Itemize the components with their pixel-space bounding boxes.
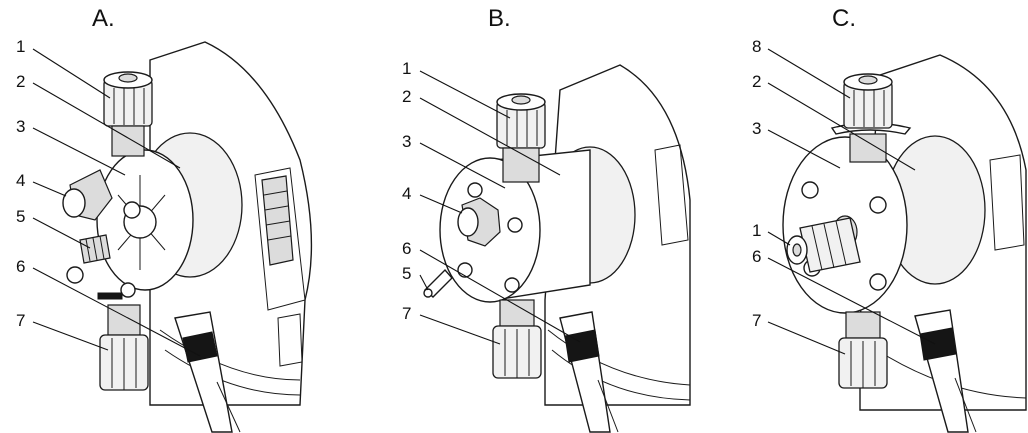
panel-b-label-6: 6 bbox=[402, 239, 411, 258]
panel-c-label-8: 8 bbox=[752, 37, 761, 56]
panel-b-title: B. bbox=[488, 5, 511, 32]
panel-a-label-4: 4 bbox=[16, 171, 25, 190]
panel-c-label-7: 7 bbox=[752, 311, 761, 330]
panel-a-clip bbox=[97, 292, 123, 300]
panel-c-screw-1 bbox=[801, 181, 819, 199]
panel-c-screw-2 bbox=[869, 196, 887, 214]
panel-b-label-1: 1 bbox=[402, 59, 411, 78]
panel-b-screw-2 bbox=[507, 217, 523, 233]
panel-b-screw-1 bbox=[467, 182, 483, 198]
panel-b-label-7: 7 bbox=[402, 304, 411, 323]
panel-a-title: A. bbox=[92, 5, 115, 32]
panel-a-screw-top bbox=[123, 201, 141, 219]
panel-c-top-connector bbox=[830, 73, 912, 163]
panel-a-screw-lower bbox=[120, 282, 136, 298]
panel-b-bleed-fitting bbox=[423, 268, 453, 298]
panel-c-title: C. bbox=[832, 5, 856, 32]
panel-a-top-connector bbox=[103, 71, 153, 157]
panel-b-screw-4 bbox=[504, 277, 520, 293]
panel-a-bleed-valve bbox=[79, 234, 111, 264]
panel-b-label-4: 4 bbox=[402, 184, 411, 203]
panel-c-screw-4 bbox=[869, 273, 887, 291]
panel-b-bottom-connector bbox=[492, 299, 542, 379]
panel-c-label-6: 6 bbox=[752, 247, 761, 266]
panel-a-ribbed-panel bbox=[261, 175, 294, 266]
panel-c-body-panel bbox=[989, 154, 1025, 251]
panel-b-label-2: 2 bbox=[402, 87, 411, 106]
panel-b-label-5: 5 bbox=[402, 264, 411, 283]
panel-c: C. bbox=[752, 5, 1027, 433]
panel-b-top-connector bbox=[496, 93, 546, 183]
panel-a-label-1: 1 bbox=[16, 37, 25, 56]
panel-c-label-2: 2 bbox=[752, 72, 761, 91]
panel-b-bleed-knob bbox=[457, 197, 501, 247]
panel-a-label-3: 3 bbox=[16, 117, 25, 136]
panel-a-screw-bottom bbox=[66, 266, 84, 284]
panel-b-label-3: 3 bbox=[402, 132, 411, 151]
panel-b-leaders bbox=[419, 70, 581, 345]
panel-a-side-plate bbox=[277, 313, 303, 367]
panel-a-leaders bbox=[32, 48, 201, 357]
panel-a-label-2: 2 bbox=[16, 72, 25, 91]
panel-b: B. bbox=[402, 5, 691, 433]
panel-a-bottom-connector bbox=[99, 304, 149, 391]
panel-c-label-3: 3 bbox=[752, 119, 761, 138]
panel-c-bottom-connector bbox=[838, 311, 888, 389]
panel-a-label-5: 5 bbox=[16, 207, 25, 226]
panel-a-label-7: 7 bbox=[16, 311, 25, 330]
panel-b-body-panel bbox=[654, 144, 689, 246]
panel-b-screw-3 bbox=[457, 262, 473, 278]
panel-a-bleed-knob bbox=[62, 169, 113, 221]
panel-a-label-6: 6 bbox=[16, 257, 25, 276]
panel-a: A. bbox=[16, 5, 313, 433]
panel-c-leaders bbox=[767, 48, 936, 355]
panel-c-side-connector bbox=[786, 217, 861, 273]
panel-a-body-panel bbox=[254, 167, 306, 311]
panel-a-cable bbox=[174, 311, 241, 433]
panel-c-label-1: 1 bbox=[752, 221, 761, 240]
